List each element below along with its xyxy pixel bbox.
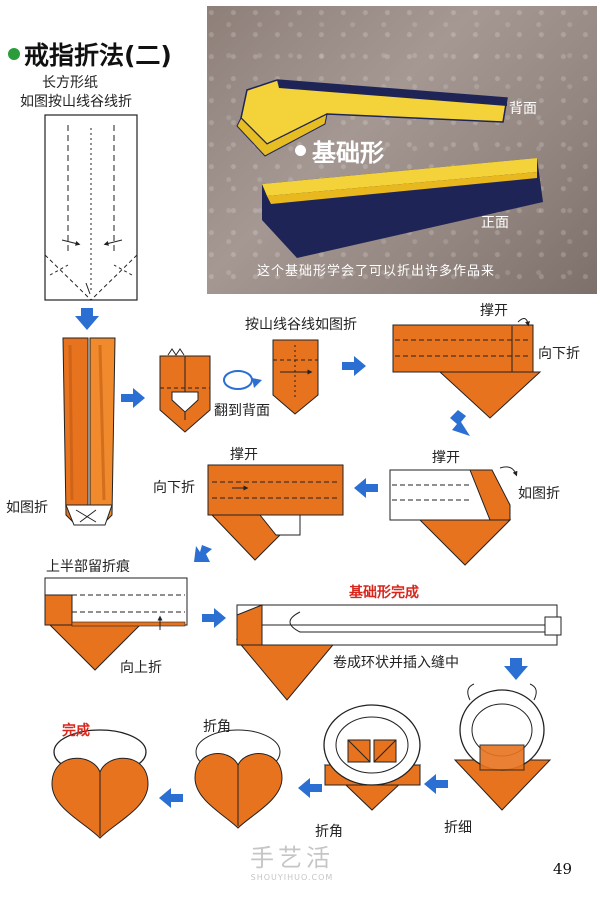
step1-rect-paper <box>44 114 138 301</box>
label-open-2: 撑开 <box>432 450 460 466</box>
step9-base-form <box>235 604 562 701</box>
arrow-down-icon-3 <box>504 658 528 680</box>
step6-piece <box>389 466 518 566</box>
label-fold-corner-2: 折角 <box>203 719 231 735</box>
label-mountain-valley: 按山线谷线如图折 <box>245 317 357 333</box>
arrow-down-icon <box>75 308 99 330</box>
arrow-down-left-icon <box>194 545 212 562</box>
bullet-dot-icon <box>8 48 20 60</box>
front-piece <box>262 158 543 258</box>
label-rect-paper: 长方形纸 <box>42 75 98 91</box>
title-text: 戒指折法(二) <box>24 41 172 70</box>
label-flip-back: 翻到背面 <box>214 403 270 419</box>
label-fold-corner-1: 折角 <box>315 824 343 840</box>
label-base-done: 基础形完成 <box>349 585 419 601</box>
step13-complete <box>51 729 149 839</box>
arrow-left-icon <box>354 478 378 498</box>
photo-illustration <box>236 79 543 258</box>
step2-strips <box>62 337 116 526</box>
step7-piece <box>207 464 344 561</box>
label-keep-crease: 上半部留折痕 <box>46 559 130 575</box>
label-fold-instruction: 如图按山线谷线折 <box>20 94 132 110</box>
watermark: 手艺活 SHOUYIHUO.COM <box>250 838 334 882</box>
label-fold-as-shown-1: 如图折 <box>6 500 48 516</box>
label-fold-thin: 折细 <box>444 820 472 836</box>
label-fold-down-2: 向下折 <box>153 480 195 496</box>
page-number: 49 <box>553 860 573 878</box>
label-done: 完成 <box>62 723 90 739</box>
flip-icon <box>223 370 262 390</box>
photo-label-front: 正面 <box>481 215 509 231</box>
watermark-main: 手艺活 <box>250 844 334 872</box>
step3-piece <box>159 348 211 433</box>
label-fold-up: 向上折 <box>120 660 162 676</box>
label-open-1: 撑开 <box>480 303 508 319</box>
label-fold-down-1: 向下折 <box>538 346 580 362</box>
arrow-left-icon-2 <box>424 774 448 794</box>
arrow-right-icon-2 <box>342 356 366 376</box>
photo-base-text: 基础形 <box>312 139 384 167</box>
photo-label-base: 基础形 <box>295 133 384 168</box>
label-roll-insert: 卷成环状并插入缝中 <box>333 655 459 671</box>
photo-caption: 这个基础形学会了可以折出许多作品来 <box>257 264 496 279</box>
step10-ring <box>453 683 552 811</box>
step5-piece <box>392 318 542 419</box>
page-title: 戒指折法(二) <box>8 36 172 72</box>
step11-ring <box>323 704 422 811</box>
base-form-photo: 背面 基础形 正面 这个基础形学会了可以折出许多作品来 <box>207 6 597 294</box>
photo-label-back: 背面 <box>509 101 537 117</box>
label-fold-as-shown-2: 如图折 <box>518 486 560 502</box>
arrow-right-icon-3 <box>202 608 226 628</box>
label-open-3: 撑开 <box>230 447 258 463</box>
back-piece <box>236 79 508 157</box>
step8-piece <box>44 577 188 671</box>
arrow-right-icon <box>121 388 145 408</box>
white-dot-icon <box>295 145 306 156</box>
step4-piece <box>272 339 319 415</box>
arrow-left-icon-3 <box>298 778 322 798</box>
arrow-down-icon-2 <box>450 410 470 436</box>
step12-heart <box>194 729 283 829</box>
arrow-left-icon-4 <box>159 788 183 808</box>
watermark-sub: SHOUYIHUO.COM <box>250 873 334 882</box>
